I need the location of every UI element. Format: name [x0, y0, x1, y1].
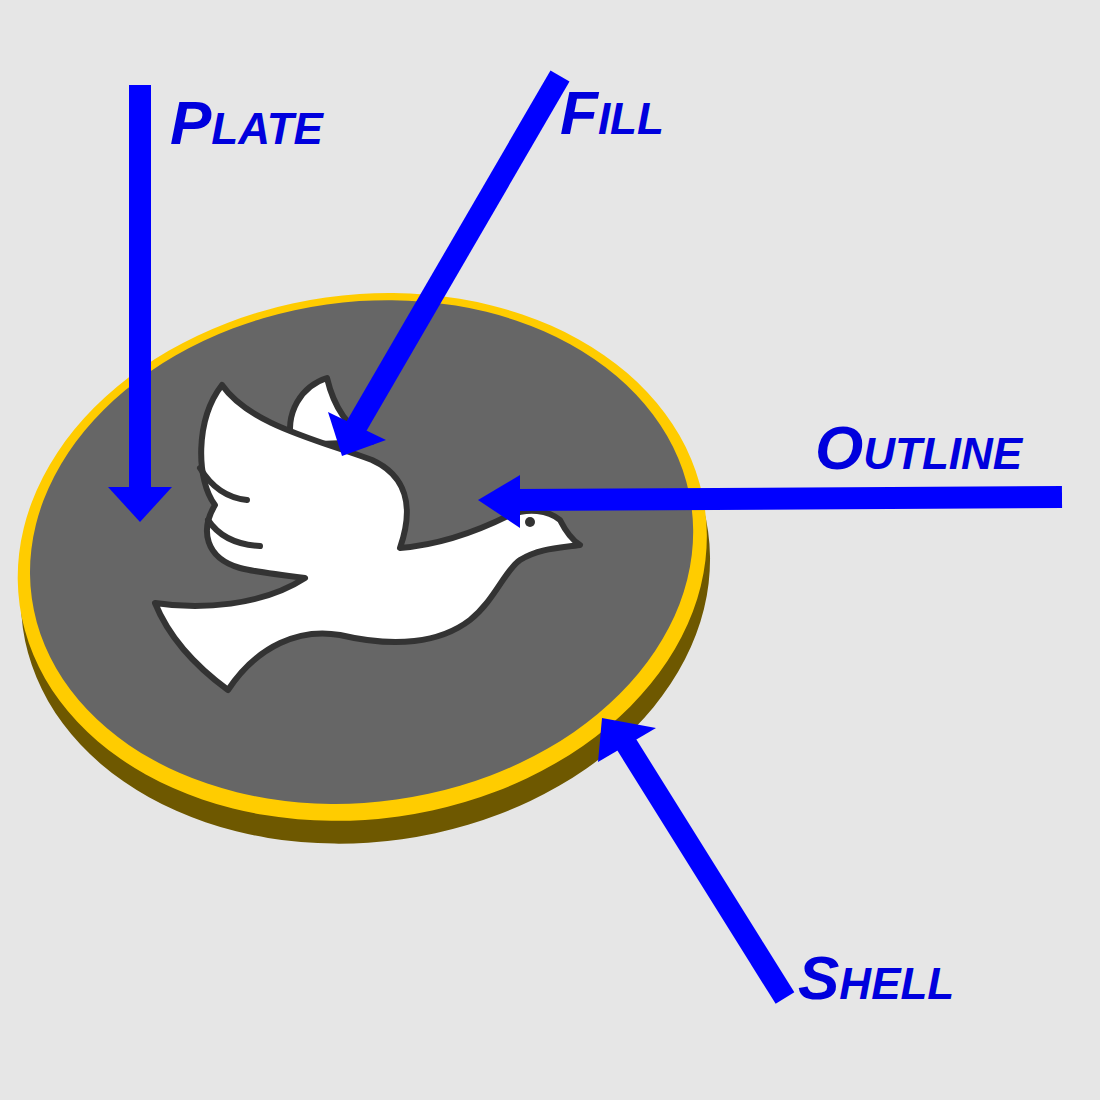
leader-arrows [108, 76, 1062, 998]
arrow-head [478, 475, 520, 528]
dove-body [155, 385, 580, 690]
fill-leader [356, 76, 560, 427]
disc [0, 249, 745, 887]
shell-rim [0, 249, 741, 864]
arrow-head [598, 718, 656, 762]
part-label: SHELL [798, 947, 954, 1009]
part-label: PLATE [170, 92, 323, 154]
wing-line [200, 468, 247, 500]
plate-face [0, 258, 726, 846]
wing-line [208, 520, 260, 546]
part-label: FILL [560, 82, 664, 144]
arrow-head [108, 487, 172, 522]
plate-leader [129, 85, 151, 492]
arrow-head [328, 412, 386, 456]
outline-leader [515, 497, 1062, 500]
part-label: OUTLINE [815, 417, 1022, 479]
dove-eye [525, 517, 535, 527]
shell-leader [625, 742, 785, 998]
